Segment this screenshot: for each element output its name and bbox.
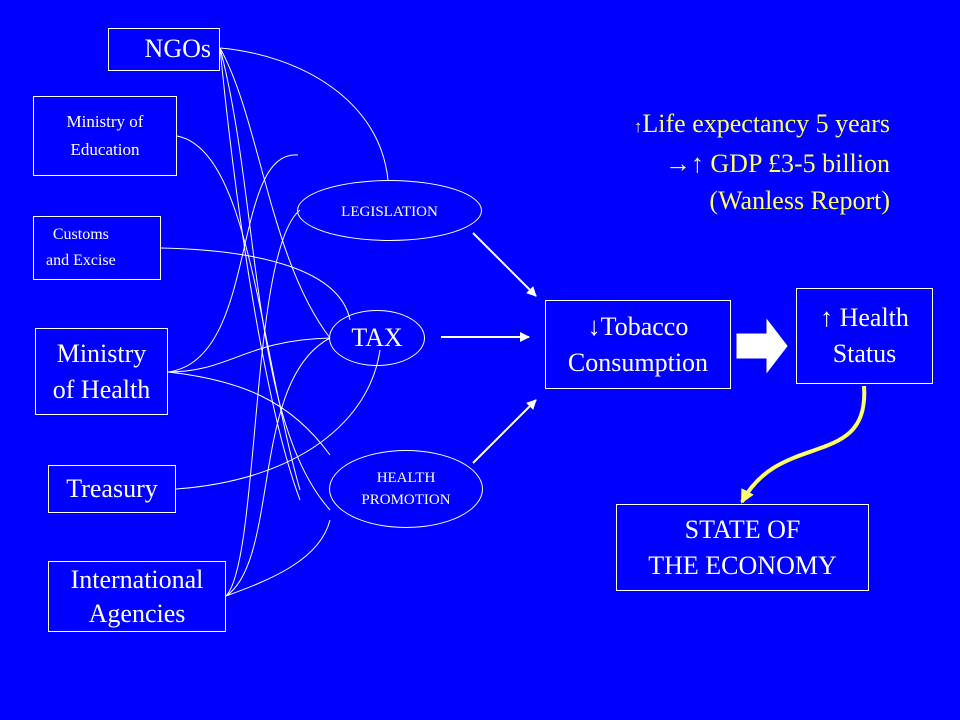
connector-ngos-tax	[219, 47, 331, 339]
state-of-the-economy-box: STATE OF THE ECONOMY	[616, 504, 869, 591]
actor-international-agencies: International Agencies	[48, 561, 226, 632]
arrow-legislation-tobacco	[472, 232, 537, 297]
actor-treasury: Treasury	[48, 465, 176, 513]
tobacco-consumption-box: ↓Tobacco Consumption	[545, 300, 731, 389]
up-arrow-icon: ↑	[633, 117, 643, 136]
actor-ngos-label: NGOs	[144, 34, 211, 64]
instrument-tax: TAX	[329, 310, 425, 366]
actor-international-agencies-label: International Agencies	[70, 564, 204, 628]
actor-treasury-label: Treasury	[66, 473, 158, 503]
connector-customs-tax	[160, 247, 351, 321]
actor-customs-and-excise: Customs and Excise	[33, 216, 161, 280]
instrument-tax-label: TAX	[351, 323, 403, 353]
benefit-life-expectancy-text: Life expectancy 5 years	[642, 109, 890, 138]
benefits-note: ↑Life expectancy 5 years →↑ GDP £3-5 bil…	[634, 105, 890, 219]
connector-education-promotion	[176, 135, 301, 491]
instrument-health-promotion: HEALTH PROMOTION	[329, 450, 483, 528]
actor-ministry-of-health: Ministry of Health	[35, 328, 168, 415]
tobacco-consumption-text: Tobacco Consumption	[567, 311, 709, 377]
curved-arrow-health-economy	[740, 385, 867, 504]
connector-ngos-promotion	[219, 47, 331, 511]
arrow-promotion-tobacco	[472, 399, 537, 464]
connector-health-legislation	[167, 154, 299, 373]
actor-ministry-of-education-label: Ministry of Education	[66, 112, 144, 159]
instrument-health-promotion-label: HEALTH PROMOTION	[361, 470, 451, 508]
benefit-source: (Wanless Report)	[709, 186, 890, 215]
down-arrow-icon: ↓	[587, 311, 601, 341]
benefit-life-expectancy: ↑Life expectancy 5 years	[634, 105, 890, 145]
connector-health-promotion	[167, 371, 331, 456]
up-arrow-icon: ↑	[820, 303, 834, 332]
connector-health-tax	[167, 337, 331, 373]
actor-ministry-of-education: Ministry of Education	[33, 96, 177, 176]
right-up-arrows-icon: →↑	[664, 149, 704, 178]
connector-ngos-legislation	[219, 47, 389, 181]
benefit-gdp: →↑ GDP £3-5 billion	[634, 145, 890, 182]
state-of-the-economy-label: STATE OF THE ECONOMY	[648, 514, 837, 580]
connector-international-promotion	[225, 519, 331, 597]
health-status-label: ↑ Health Status	[820, 300, 909, 372]
actor-ministry-of-health-label: Ministry of Health	[52, 338, 151, 404]
actor-connectors	[160, 47, 389, 597]
connector-international-tax	[225, 337, 331, 597]
instrument-legislation-label: LEGISLATION	[341, 203, 438, 220]
health-status-text: Health Status	[832, 303, 909, 368]
connector-international-legislation	[225, 209, 301, 597]
benefit-gdp-text: GDP £3-5 billion	[703, 149, 890, 178]
actor-customs-and-excise-label: Customs and Excise	[46, 226, 116, 269]
connector-treasury-tax	[175, 349, 381, 490]
instrument-arrows	[441, 232, 537, 464]
actor-ngos: NGOs	[108, 28, 220, 71]
health-status-box: ↑ Health Status	[796, 288, 933, 384]
block-arrow-icon	[736, 318, 788, 374]
tobacco-consumption-label: ↓Tobacco Consumption	[568, 309, 708, 381]
instrument-legislation: LEGISLATION	[297, 180, 482, 241]
